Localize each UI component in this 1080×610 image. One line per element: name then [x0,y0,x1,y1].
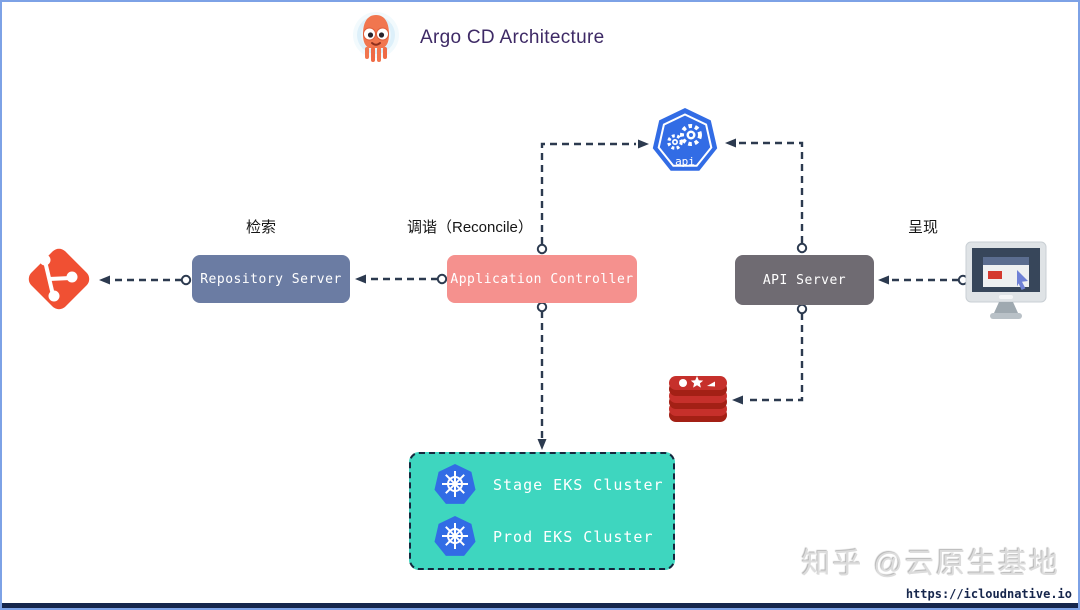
prod-eks-label: Prod EKS Cluster [493,528,654,546]
eks-clusters-group: Stage EKS Cluster Prod EKS Cluster [409,452,675,570]
api-server-label: API Server [762,272,847,288]
arrowheads [99,138,889,450]
header: Argo CD Architecture [350,10,604,66]
kubernetes-api-icon: api [652,108,718,171]
monitor-icon [965,241,1047,319]
redis-icon [669,376,727,422]
prod-eks-row: Prod EKS Cluster [433,515,673,559]
connector-origin-dots [180,242,969,315]
application-controller-node: Application Controller [447,255,637,303]
edge-apisrv-to-redis [745,313,804,402]
stage-eks-row: Stage EKS Cluster [433,463,673,507]
page-title: Argo CD Architecture [420,27,605,48]
edge-ctrl-to-k8sapi [540,142,636,244]
label-present: 呈现 [908,219,939,236]
label-retrieve: 检索 [246,219,277,236]
window-red-button [988,271,1002,279]
octopus-tentacles [365,47,387,62]
edge-apisrv-to-k8sapi [738,141,804,243]
application-controller-label: Application Controller [450,271,634,287]
argo-octopus-icon [353,12,399,62]
git-icon [28,248,90,310]
bottom-bar [2,603,1078,608]
kubernetes-api-label: api [675,155,695,168]
repository-server-label: Repository Server [200,271,342,287]
watermark-credit: 知乎 @云原生基地 [801,548,1060,580]
repository-server-node: Repository Server [192,255,350,303]
stage-eks-label: Stage EKS Cluster [493,476,664,494]
kubernetes-icon [434,516,476,556]
api-server-node: API Server [735,255,874,305]
kubernetes-icon [434,464,476,504]
label-reconcile: 调谐（Reconcile） [407,219,533,236]
cursor-icon [1017,270,1028,290]
watermark-url: https://icloudnative.io [905,587,1072,601]
gear-icons [667,124,702,150]
